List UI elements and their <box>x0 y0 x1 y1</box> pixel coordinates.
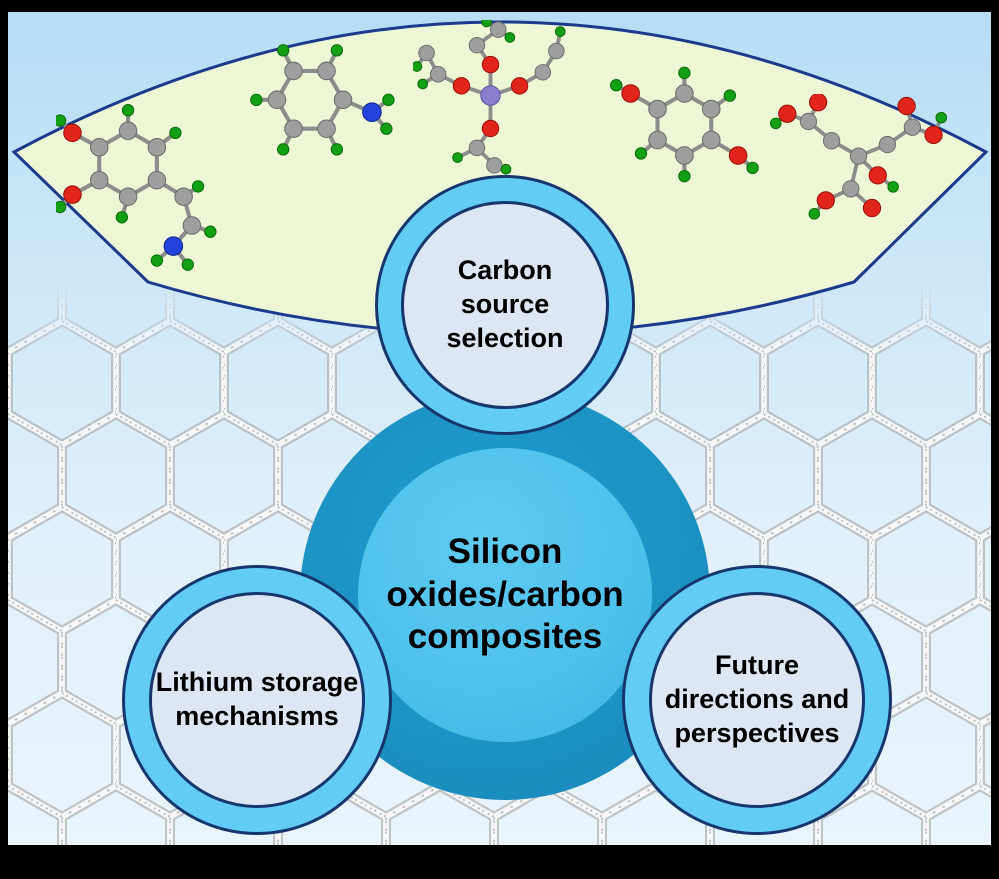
lithium-storage-mechanisms-label: Lithium storage mechanisms <box>155 667 359 731</box>
node-carbon-source-selection: Carbon source selection <box>375 175 635 435</box>
molecule-resorcinol-icon <box>610 66 759 183</box>
future-directions-perspectives-label: Future directions and perspectives <box>664 650 850 748</box>
node-future-directions-perspectives: Future directions and perspectives <box>622 565 892 835</box>
node-carbon-source-selection-inner: Carbon source selection <box>401 201 609 409</box>
molecule-silicon-alkoxide-icon <box>413 20 566 175</box>
molecule-aniline-icon <box>250 44 395 156</box>
carbon-source-selection-label: Carbon source selection <box>446 255 564 353</box>
node-future-directions-perspectives-inner: Future directions and perspectives <box>649 592 865 808</box>
figure-canvas: Silicon oxides/carbon composites Carbon … <box>8 12 991 845</box>
node-lithium-storage-mechanisms: Lithium storage mechanisms <box>122 565 392 835</box>
molecule-citric-acid-icon <box>770 94 948 220</box>
molecule-dopamine-icon <box>56 104 217 271</box>
center-node-label: Silicon oxides/carbon composites <box>386 531 624 657</box>
center-node: Silicon oxides/carbon composites <box>358 448 652 742</box>
node-lithium-storage-mechanisms-inner: Lithium storage mechanisms <box>149 592 365 808</box>
